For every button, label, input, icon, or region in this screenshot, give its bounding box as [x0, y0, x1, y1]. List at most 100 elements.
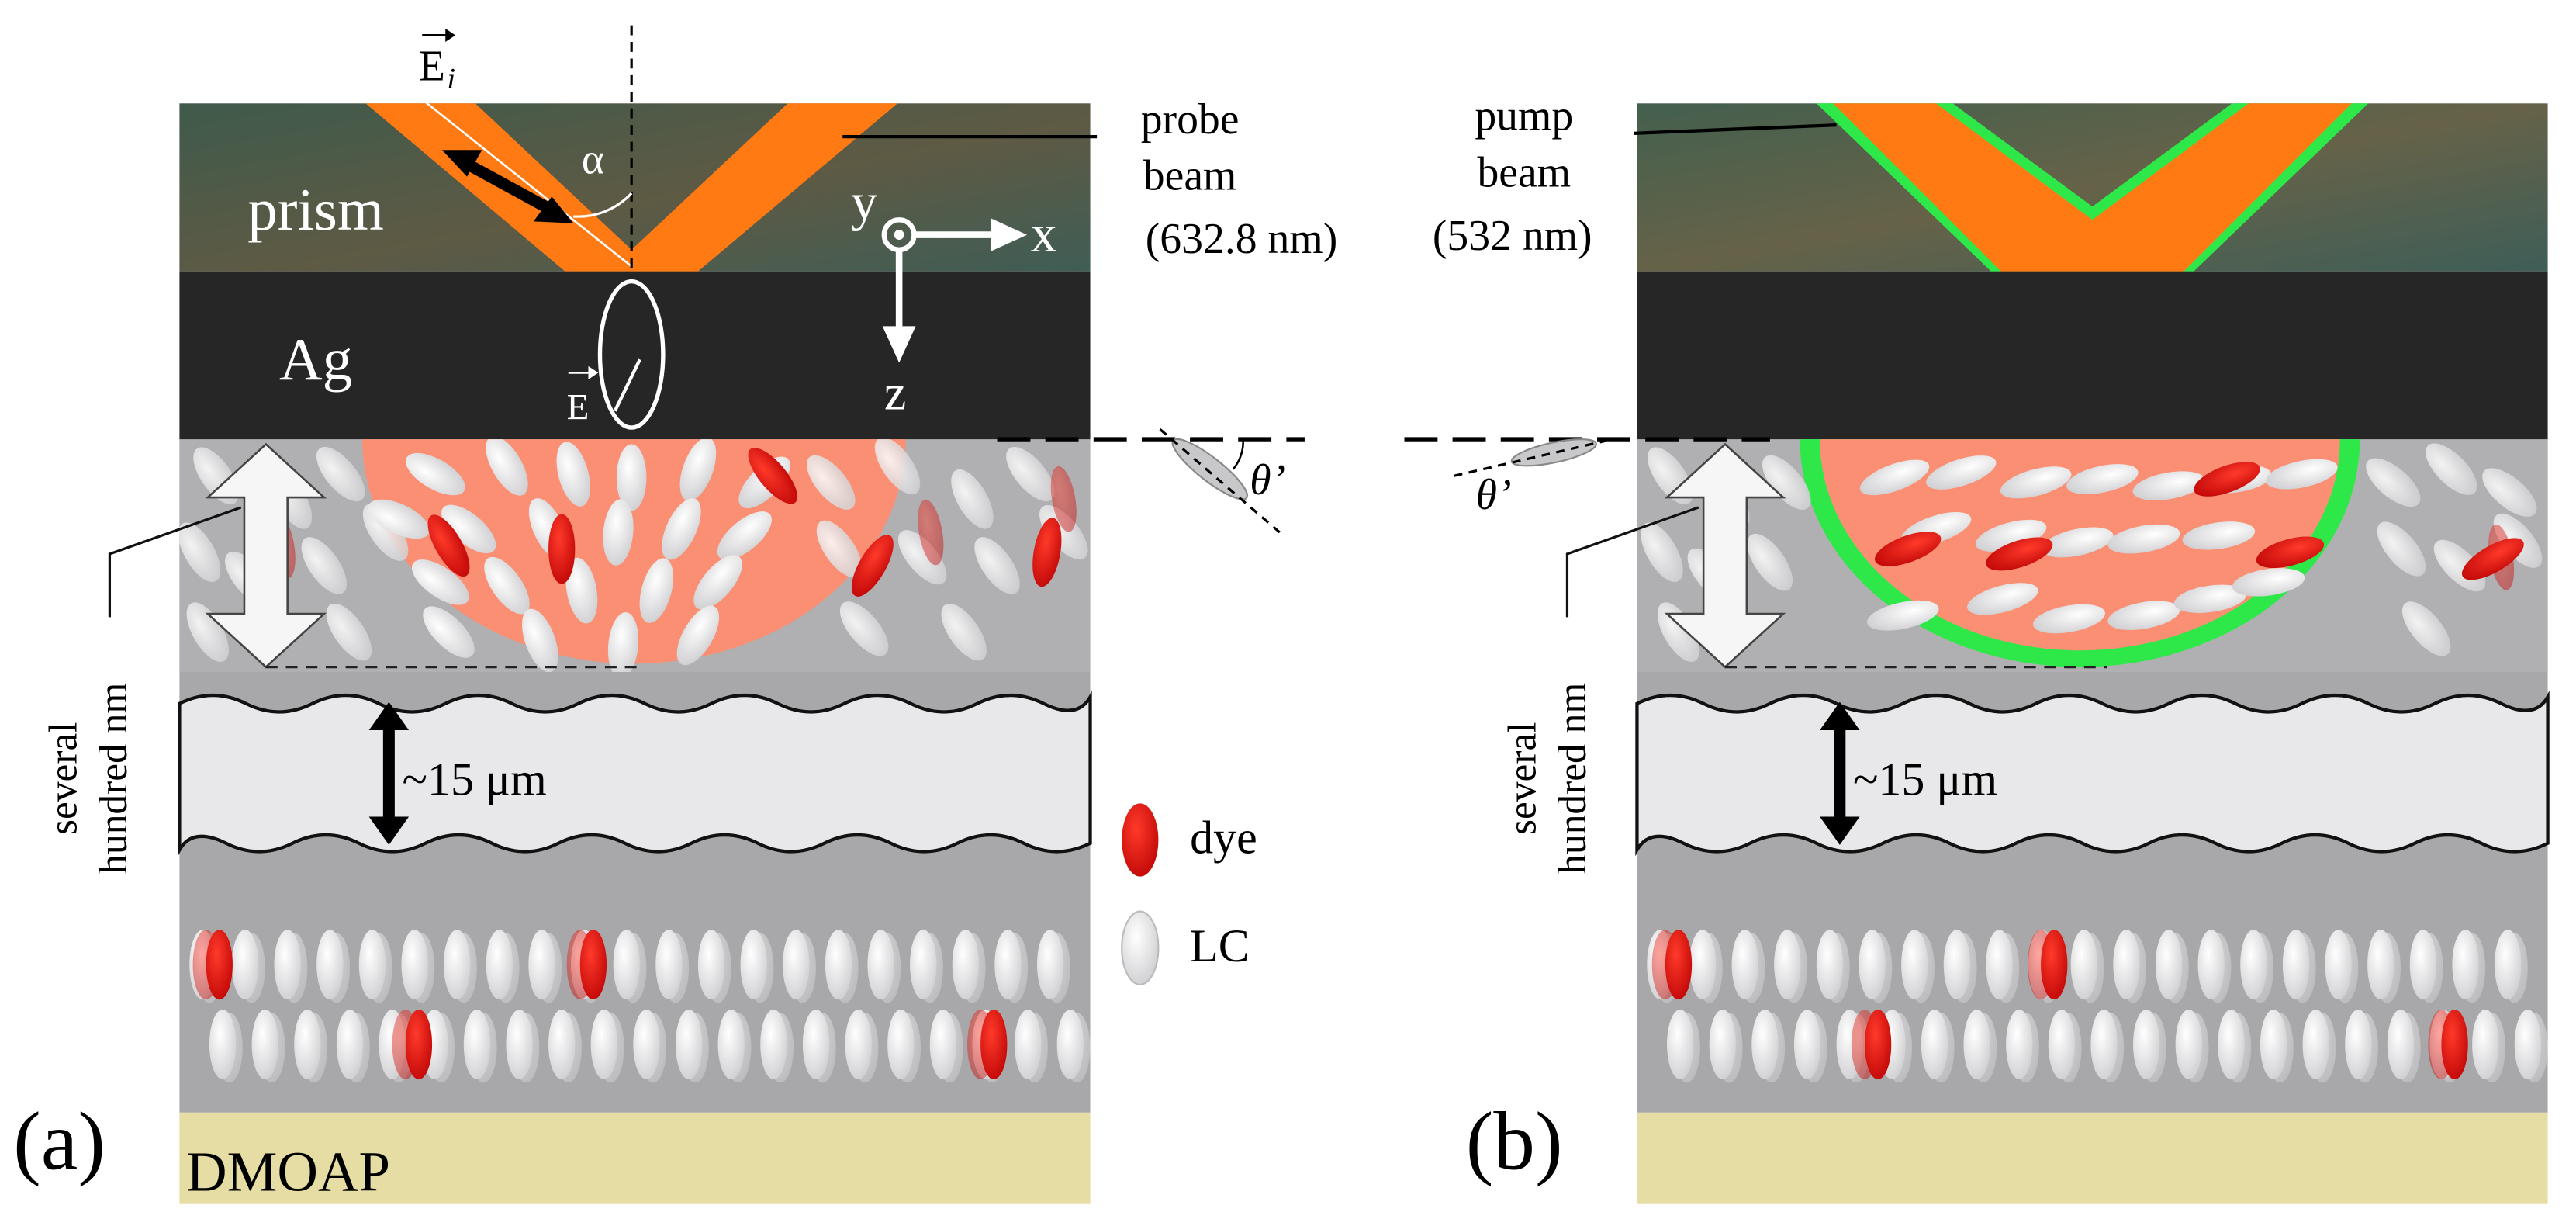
depth-leader-line: [1565, 506, 1699, 618]
lc-molecule: [2426, 443, 2477, 495]
lc-molecule: [316, 447, 365, 502]
lc-molecule: [740, 930, 767, 1000]
lc-molecule: [951, 469, 994, 529]
theta-label-b: θ’: [1476, 471, 1512, 519]
lc-molecule: [816, 520, 863, 578]
angle-alpha-label: α: [582, 135, 604, 183]
legend-dye-swatch: [1122, 803, 1159, 877]
lc-molecule: [2387, 1010, 2415, 1079]
lc-molecule: [2482, 468, 2537, 517]
evanescent-field-ellipse: [597, 279, 666, 430]
lc-molecule: [1901, 930, 1928, 1000]
lc-molecule: [2070, 930, 2097, 1000]
lc-molecule: [839, 601, 889, 656]
lc-molecule: [2302, 1010, 2329, 1079]
lc-molecule: [2006, 1010, 2033, 1079]
lc-molecule: [209, 1010, 237, 1079]
lc-molecule: [825, 930, 852, 1000]
dye-molecule: [1032, 518, 1062, 587]
lc-molecule: [2113, 930, 2140, 1000]
lc-molecule: [897, 530, 947, 585]
lc-molecule: [974, 537, 1020, 594]
lc-molecule: [633, 1010, 660, 1079]
coordinate-axes: [881, 217, 1028, 363]
depth-label-a-line-2: hundred nm: [92, 683, 136, 874]
gap-region: [1635, 691, 2550, 857]
lc-molecule: [294, 1010, 321, 1079]
lc-molecule: [1667, 1010, 1694, 1079]
alpha-arc: [573, 192, 633, 218]
lc-molecule: [441, 504, 496, 554]
lc-molecule: [2197, 930, 2225, 1000]
lc-molecule: [2155, 930, 2183, 1000]
probe-beam: [365, 103, 897, 272]
lc-molecule: [2107, 524, 2180, 554]
lc-molecule: [326, 603, 372, 661]
lc-molecule: [802, 1010, 830, 1079]
pump-leader-line: [1634, 123, 1837, 136]
lc-molecule: [717, 1010, 745, 1079]
lc-molecule: [2266, 459, 2338, 490]
lc-molecule: [1731, 930, 1758, 1000]
lc-molecule: [484, 556, 530, 615]
lc-molecule: [994, 930, 1022, 1000]
substrate-layer: [179, 1112, 1091, 1204]
lc-molecule: [2282, 930, 2310, 1000]
lc-molecule: [2452, 930, 2479, 1000]
panel-a: [108, 25, 1305, 1204]
theta-arc: [1232, 439, 1244, 470]
lc-molecule: [1641, 522, 1683, 583]
lc-molecule: [697, 930, 725, 1000]
lc-molecule: [603, 499, 634, 566]
lc-molecule: [548, 1010, 576, 1079]
legend-lc-swatch: [1121, 910, 1160, 985]
lc-molecule: [301, 537, 348, 594]
lc-molecule: [2182, 521, 2256, 550]
lc-molecule: [1793, 1010, 1821, 1079]
panel-a-label: (a): [13, 1096, 105, 1188]
lc-molecule: [251, 1010, 278, 1079]
depth-label-b: several hundred nm: [1501, 683, 1595, 874]
dye-molecule: [206, 930, 233, 1000]
lc-molecule: [1963, 1010, 1990, 1079]
prism-block: [179, 103, 1091, 272]
lc-molecule: [1747, 533, 1793, 591]
depth-label-a: several hundred nm: [42, 683, 136, 874]
gap-thickness-label-a: ~15 μm: [403, 754, 547, 805]
lc-molecule: [565, 557, 598, 624]
incident-field-arrow: [441, 150, 574, 223]
lc-molecule: [2260, 1010, 2287, 1079]
dye-molecule: [2041, 930, 2068, 1000]
lc-molecule: [2472, 1010, 2499, 1079]
lc-molecule: [1774, 930, 1801, 1000]
lc-molecule: [2218, 1010, 2245, 1079]
lc-molecule: [406, 452, 465, 496]
gap-thickness-arrow: [368, 701, 410, 845]
lc-molecules-surface: [179, 439, 1088, 673]
gap-thickness-label-b: ~15 μm: [1853, 754, 1997, 805]
depth-leader-line: [108, 506, 242, 618]
lc-molecule: [2107, 601, 2180, 630]
pump-beam-line-1: pump: [1475, 92, 1573, 140]
gap-thickness-arrow: [1820, 701, 1860, 845]
pump-beam: [1833, 103, 2352, 272]
lc-molecule: [2041, 527, 2114, 558]
lc-molecule: [2345, 1010, 2372, 1079]
probe-beam-line-1: probe: [1141, 95, 1240, 144]
lc-molecule: [613, 930, 640, 1000]
lc-molecule: [2367, 930, 2394, 1000]
lc-molecule: [1943, 930, 1971, 1000]
lc-molecule: [463, 1010, 491, 1079]
lc-molecule: [528, 930, 555, 1000]
lc-molecule: [952, 930, 979, 1000]
evanescent-field-vector: [613, 358, 641, 412]
axis-x-label: x: [1030, 204, 1056, 263]
lc-molecule: [1657, 602, 1700, 662]
lc-molecule: [1926, 455, 1997, 490]
lc-molecule: [616, 444, 647, 511]
lc-molecule: [929, 1010, 957, 1079]
dye-molecule: [851, 535, 894, 597]
lc-molecule: [368, 499, 430, 539]
lc-molecule: [411, 559, 469, 605]
